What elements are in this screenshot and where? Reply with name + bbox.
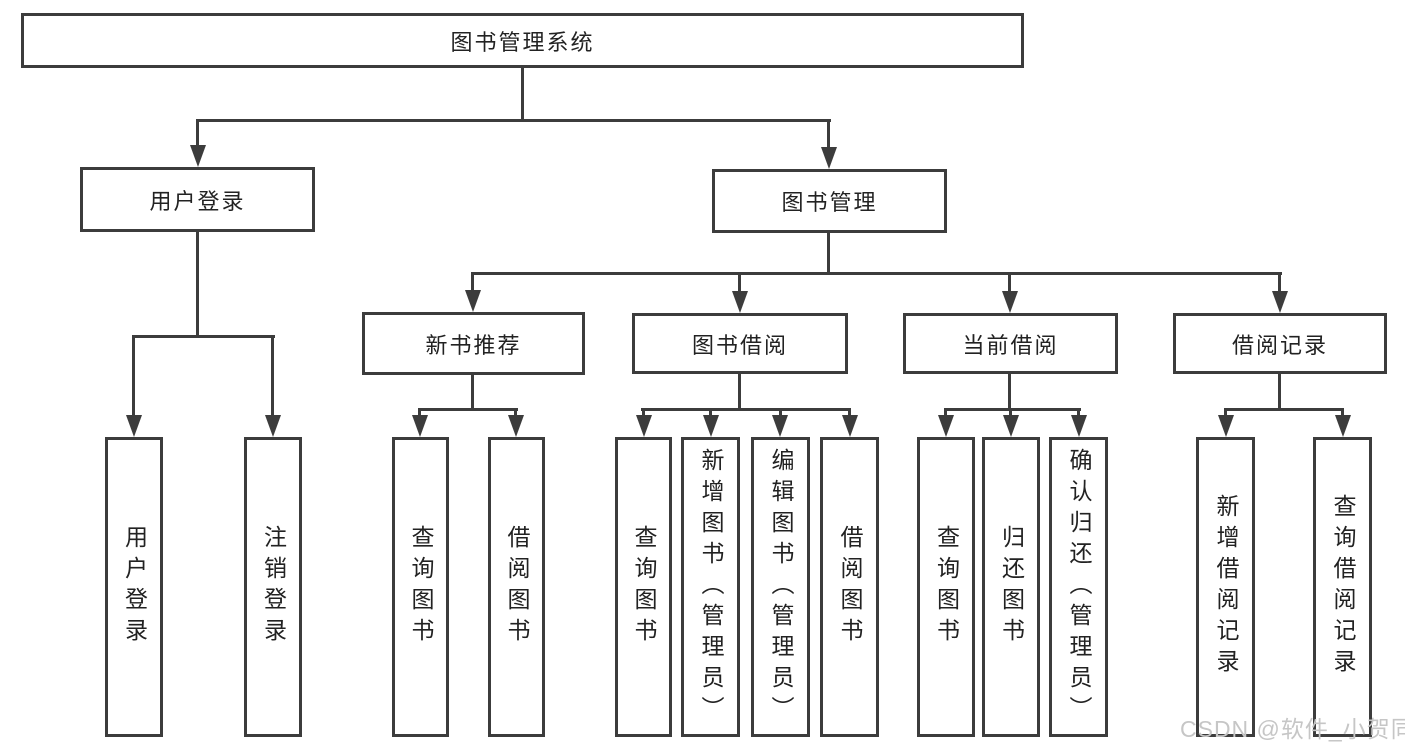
arrow-head: [842, 415, 858, 437]
connector-line-v: [1278, 374, 1281, 408]
connector-line-h: [197, 119, 831, 122]
watermark: CSDN @软件_小贺同学: [1180, 716, 1405, 742]
arrow-head: [821, 147, 837, 169]
connector-line-h: [1224, 408, 1343, 411]
arrow-head: [265, 415, 281, 437]
leaf-query-books-recommend: 查询图书: [392, 437, 449, 737]
leaf-edit-book-admin: 编辑图书（管理员）: [751, 437, 810, 737]
arrow-head: [1002, 291, 1018, 313]
connector-line-v: [848, 408, 851, 416]
arrow-head: [190, 145, 206, 167]
connector-line-v: [642, 408, 645, 416]
arrow-head: [412, 415, 428, 437]
connector-line-v: [132, 335, 135, 415]
leaf-query-books-borrow: 查询图书: [615, 437, 672, 737]
connector-line-v: [196, 119, 199, 145]
arrow-head: [636, 415, 652, 437]
connector-line-v: [196, 232, 199, 335]
arrow-head: [126, 415, 142, 437]
connector-line-v: [1341, 408, 1344, 416]
leaf-borrow-books: 借阅图书: [820, 437, 879, 737]
arrow-head: [1071, 415, 1087, 437]
connector-line-v: [471, 272, 474, 291]
node-root: 图书管理系统: [21, 13, 1024, 68]
arrow-head: [1003, 415, 1019, 437]
arrow-head: [508, 415, 524, 437]
leaf-borrow-books-recommend: 借阅图书: [488, 437, 545, 737]
leaf-query-borrow-record: 查询借阅记录: [1313, 437, 1372, 737]
arrow-head: [1335, 415, 1351, 437]
connector-line-v: [1224, 408, 1227, 416]
leaf-add-borrow-record: 新增借阅记录: [1196, 437, 1255, 737]
connector-line-v: [271, 335, 274, 415]
connector-line-v: [1077, 408, 1080, 416]
leaf-logout: 注销登录: [244, 437, 302, 737]
connector-line-v: [1278, 272, 1281, 291]
connector-line-v: [1008, 374, 1011, 408]
connector-line-h: [418, 408, 518, 411]
connector-line-h: [471, 272, 1282, 275]
connector-line-v: [827, 233, 830, 272]
node-current-borrow: 当前借阅: [903, 313, 1118, 374]
connector-line-v: [827, 119, 830, 147]
connector-line-v: [418, 408, 421, 416]
arrow-head: [938, 415, 954, 437]
connector-line-v: [779, 408, 782, 416]
leaf-add-book-admin: 新增图书（管理员）: [681, 437, 740, 737]
arrow-head: [732, 291, 748, 313]
arrow-head: [1272, 291, 1288, 313]
connector-line-v: [471, 375, 474, 408]
arrow-head: [703, 415, 719, 437]
node-book-borrow: 图书借阅: [632, 313, 848, 374]
leaf-confirm-return-admin: 确认归还（管理员）: [1049, 437, 1108, 737]
arrow-head: [772, 415, 788, 437]
connector-line-v: [1009, 408, 1012, 416]
connector-line-v: [738, 374, 741, 408]
leaf-query-books-current: 查询图书: [917, 437, 975, 737]
leaf-user-login: 用户登录: [105, 437, 163, 737]
connector-line-h: [641, 408, 851, 411]
node-book-management: 图书管理: [712, 169, 947, 233]
node-user-login: 用户登录: [80, 167, 315, 232]
arrow-head: [1218, 415, 1234, 437]
connector-line-v: [738, 272, 741, 291]
leaf-return-book: 归还图书: [982, 437, 1040, 737]
connector-line-v: [944, 408, 947, 416]
connector-line-v: [1008, 272, 1011, 291]
arrow-head: [465, 290, 481, 312]
node-borrow-records: 借阅记录: [1173, 313, 1387, 374]
connector-line-v: [514, 408, 517, 416]
connector-line-v: [521, 68, 524, 119]
connector-line-h: [132, 335, 275, 338]
connector-line-v: [709, 408, 712, 416]
node-new-book-recommend: 新书推荐: [362, 312, 585, 375]
connector-line-h: [944, 408, 1081, 411]
